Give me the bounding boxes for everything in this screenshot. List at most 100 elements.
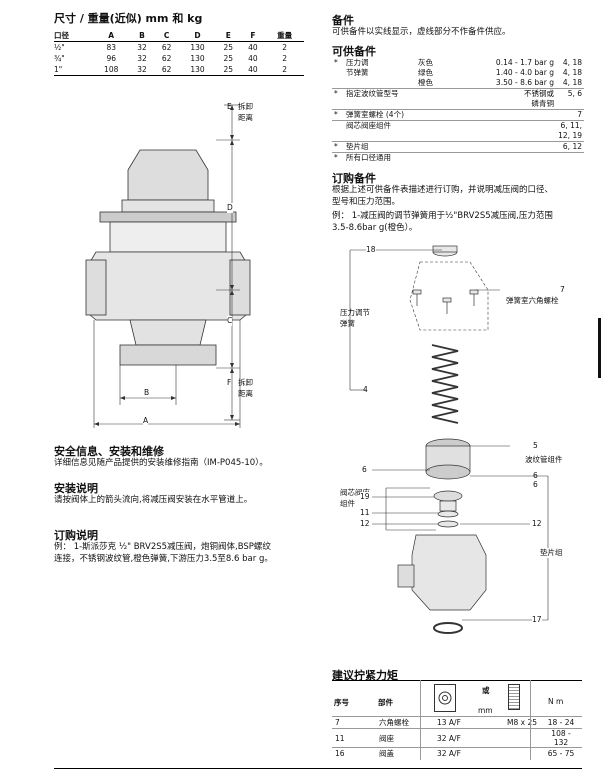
header-a: A	[92, 30, 130, 42]
order-line1: 例： 1-斯派莎克 ½" BRV2S5减压阀，炮铜阀体,BSP螺纹	[54, 542, 271, 552]
label-5: 5	[533, 441, 538, 450]
label-valve-1: 阀芯阀座	[340, 488, 370, 497]
torque-part: 阀座	[376, 728, 434, 748]
dimensions-title: 尺寸 / 重量(近似) mm 和 kg	[54, 12, 203, 25]
bolt-thread-icon	[508, 684, 520, 710]
spares-title: 备件	[332, 14, 354, 27]
table-row: * 垫片组 6, 12	[332, 141, 584, 153]
dim-d-label: D	[227, 203, 233, 213]
torque-grid-line	[530, 680, 531, 760]
cell: 130	[190, 65, 205, 74]
torque-nm: 108 - 132	[540, 728, 582, 748]
torque-thread	[486, 747, 540, 759]
spring-range: 3.50 - 8.6 bar g	[492, 78, 556, 89]
header-weight: 重量	[265, 30, 304, 42]
label-spring-1: 压力调节	[340, 308, 370, 317]
spares-table: * 压力调 灰色 0.14 - 1.7 bar g 4, 18 节弹簧 绿色 1…	[332, 58, 584, 163]
cell: 32	[137, 54, 147, 63]
label-18: 18	[366, 245, 376, 255]
spring-color: 绿色	[418, 68, 433, 77]
cell: 32	[137, 65, 147, 74]
label-bellows: 波纹管组件	[525, 455, 563, 464]
cell: 25	[223, 54, 234, 63]
install-title: 安装说明	[54, 482, 98, 495]
torque-col-mm: mm	[478, 706, 493, 715]
cell: 32	[137, 43, 147, 52]
page-edge-tab	[598, 318, 601, 378]
cell: 40	[248, 43, 258, 52]
table-row: 橙色 3.50 - 8.6 bar g 4, 18	[332, 78, 584, 89]
torque-divider	[332, 680, 582, 681]
torque-col-or: 或	[482, 686, 490, 695]
torque-part: 阀盖	[376, 747, 434, 759]
dim-c-label: C	[227, 316, 233, 326]
torque-size: 32 A/F	[434, 747, 486, 759]
label-12a: 12	[360, 519, 370, 529]
spares-order-line1: 根据上述可供备件表描述进行订购，并说明减压阀的口径、	[332, 185, 554, 195]
table-row: 1" 108 32 62 130 25 40 2	[54, 64, 304, 76]
table-row: ¾" 96 32 62 130 25 40 2	[54, 53, 304, 64]
torque-size: 32 A/F	[434, 728, 486, 748]
cell: ½"	[54, 43, 65, 52]
torque-col-item: 序号	[334, 698, 349, 707]
table-row: * 弹簧室螺栓 (4个) 7	[332, 109, 584, 121]
cell: 130	[190, 54, 205, 63]
dim-b-label: B	[144, 388, 150, 397]
valve-label: 阀芯阀座组件	[344, 120, 556, 142]
spring-range: 1.40 - 4.0 bar g	[495, 68, 554, 77]
screws-label: 弹簧室螺栓 (4个)	[344, 109, 556, 121]
available-spares-title: 可供备件	[332, 45, 376, 58]
header-b: B	[129, 30, 155, 42]
torque-nm: 65 - 75	[540, 747, 582, 759]
bullet: *	[334, 89, 338, 98]
cell: 40	[248, 54, 258, 63]
bellows-material-2: 磷青铜	[492, 99, 556, 110]
dim-e-note2: 距离	[238, 113, 253, 122]
table-row: 16 阀盖 32 A/F 65 - 75	[332, 747, 582, 759]
torque-grid-line	[420, 680, 421, 760]
label-12b: 12	[532, 519, 542, 529]
dim-f-note1: 拆卸	[238, 378, 253, 387]
safety-title: 安全信息、安装和维修	[54, 445, 164, 458]
table-row: 节弹簧 绿色 1.40 - 4.0 bar g 4, 18	[332, 68, 584, 78]
label-valve-2: 组件	[340, 499, 355, 508]
label-7: 7	[560, 285, 565, 294]
torque-part: 六角螺栓	[376, 716, 434, 729]
table-row: 磷青铜	[332, 99, 584, 110]
footer-rule	[54, 768, 582, 769]
cell: 130	[190, 43, 205, 52]
table-row: * 指定波纹管型号 不锈钢或 5, 6	[332, 89, 584, 100]
torque-thread: M8 x 25	[486, 716, 540, 729]
cell: 62	[161, 43, 172, 52]
cell: 83	[106, 43, 116, 52]
torque-col-part: 部件	[378, 698, 393, 707]
spring-color: 灰色	[418, 58, 433, 67]
gasket-label: 垫片组	[344, 141, 556, 153]
valve-items: 6, 11, 12, 19	[556, 120, 584, 142]
cell: 40	[248, 65, 258, 74]
torque-thread	[486, 728, 540, 748]
hex-socket-icon	[434, 684, 456, 712]
spares-order-line2: 型号和压力范围。	[332, 197, 401, 207]
spares-desc: 可供备件以实线显示，虚线部分不作备件供应。	[332, 27, 511, 37]
label-6b: 6	[533, 471, 538, 480]
torque-size: 13 A/F	[434, 716, 486, 729]
spares-order-line3: 例： 1-减压阀的调节弹簧用于½"BRV2S5减压阀,压力范围	[332, 211, 553, 221]
table-row: * 压力调 灰色 0.14 - 1.7 bar g 4, 18	[332, 58, 584, 68]
order-line2: 连接，不锈钢波纹管,橙色弹簧,下游压力3.5至8.6 bar g。	[54, 554, 273, 564]
cell: 25	[223, 65, 234, 74]
cell: 62	[161, 54, 172, 63]
torque-title: 建议拧紧力矩	[332, 669, 398, 682]
bellows-label: 指定波纹管型号	[346, 89, 399, 98]
bullet: *	[334, 58, 338, 67]
cell: 96	[106, 54, 116, 63]
spring-items: 4, 18	[562, 68, 582, 77]
bellows-material-1: 不锈钢或	[524, 89, 554, 98]
bullet: *	[332, 109, 344, 121]
label-spring-2: 弹簧	[340, 319, 355, 328]
spring-items: 4, 18	[562, 58, 582, 67]
header-e: E	[215, 30, 241, 42]
cell: 2	[282, 54, 288, 63]
